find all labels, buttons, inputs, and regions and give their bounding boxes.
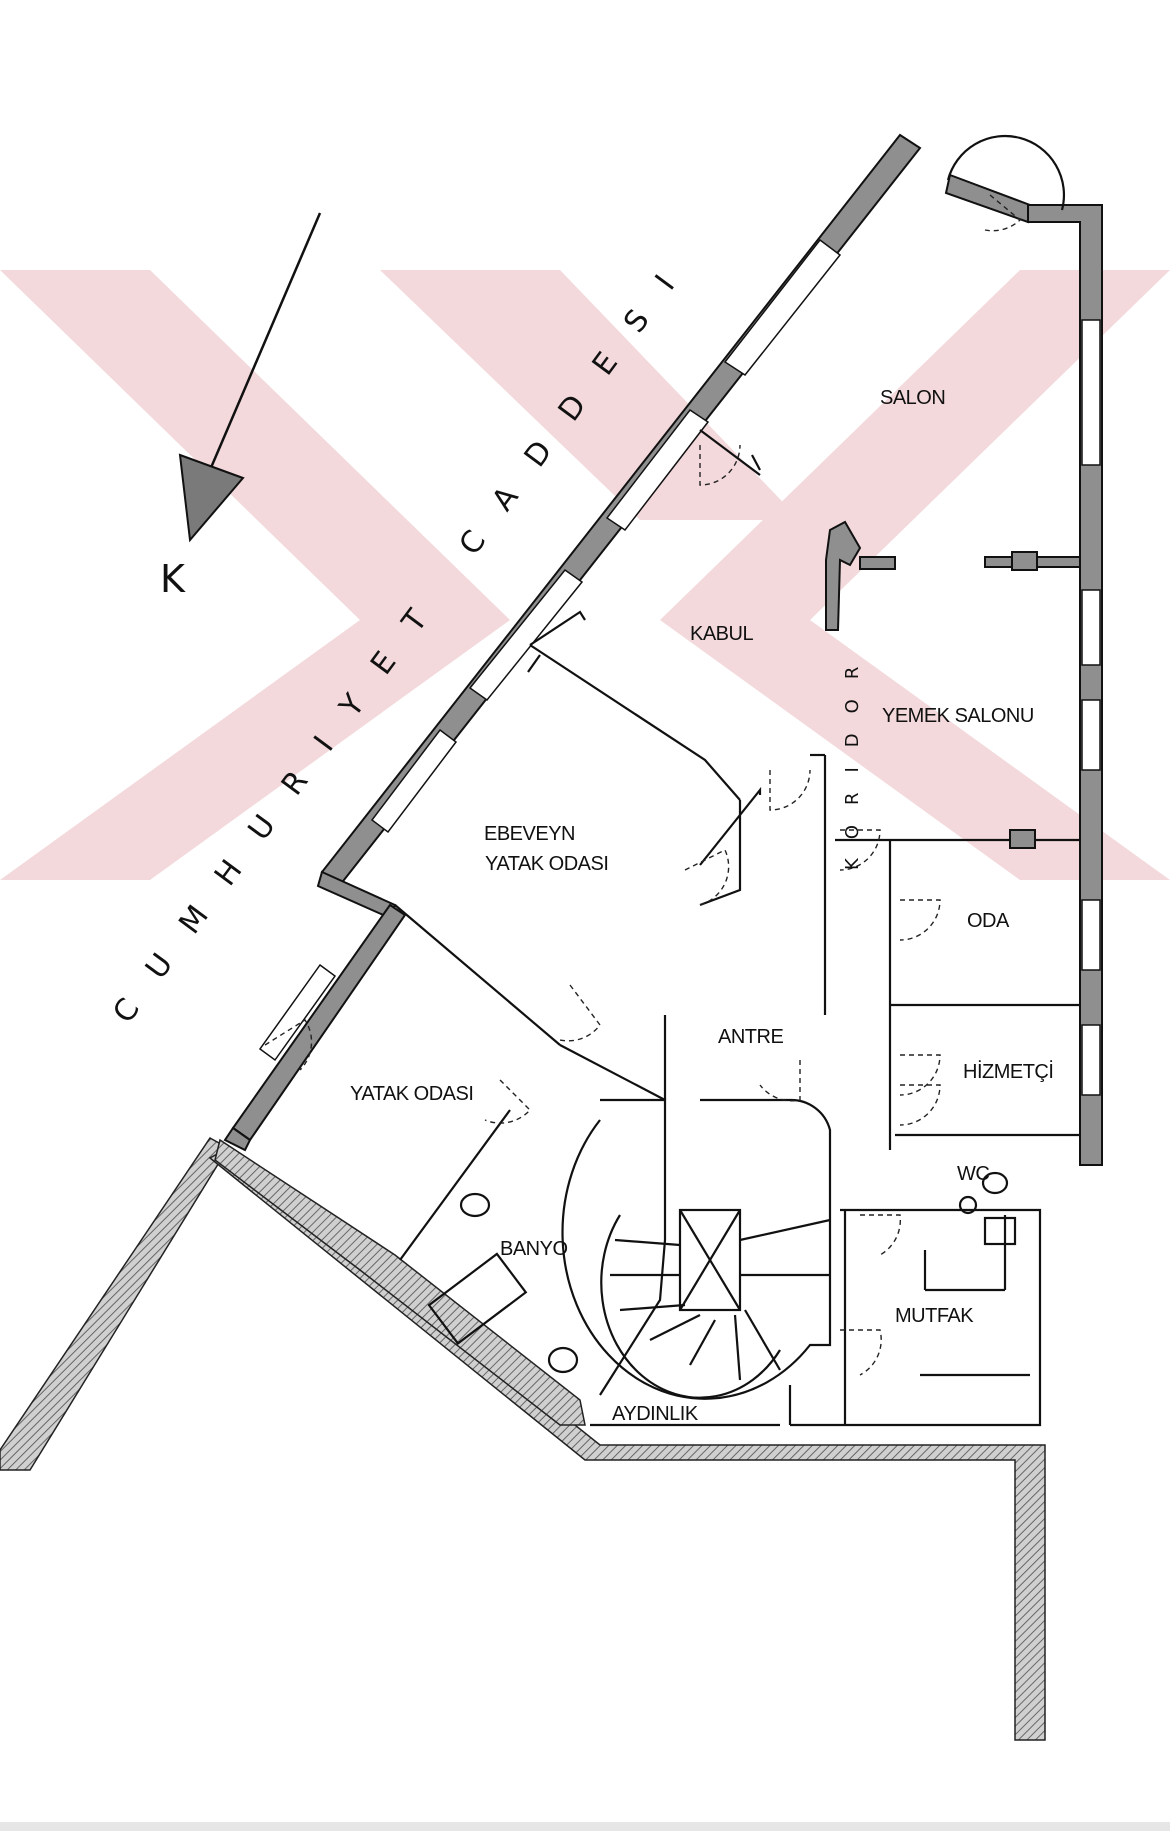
street-windows xyxy=(258,238,842,1062)
room-antre: ANTRE xyxy=(718,1026,783,1048)
bath-fixtures xyxy=(427,1171,1017,1374)
stairwell xyxy=(561,1098,832,1400)
bottom-border xyxy=(0,1822,1170,1831)
interior-walls xyxy=(394,429,1080,1427)
room-aydinlik: AYDINLIK xyxy=(612,1403,699,1425)
salon-divider xyxy=(825,520,1081,849)
room-ebeveyn-line2: YATAK ODASI xyxy=(485,853,608,875)
room-yemek-salonu: YEMEK SALONU xyxy=(882,705,1034,727)
north-label: K xyxy=(160,557,186,601)
bay-balcony xyxy=(946,134,1065,211)
room-mutfak: MUTFAK xyxy=(895,1305,974,1327)
room-kabul: KABUL xyxy=(690,623,753,645)
room-yatak-odasi: YATAK ODASI xyxy=(350,1083,473,1105)
lightwell-hatch xyxy=(214,1138,586,1426)
site-boundary-west xyxy=(0,1137,230,1471)
room-salon: SALON xyxy=(880,387,945,409)
watermark-logo xyxy=(0,270,1170,880)
room-oda: ODA xyxy=(967,910,1010,932)
room-hizmetci: HİZMETÇİ xyxy=(963,1060,1053,1083)
east-windows xyxy=(1081,319,1101,1096)
room-labels: SALON KABUL YEMEK SALONU EBEVEYN YATAK O… xyxy=(350,387,1054,1425)
room-ebeveyn-line1: EBEVEYN xyxy=(484,823,575,845)
corridor-label: KORIDOR xyxy=(842,647,863,870)
room-wc: WC xyxy=(957,1163,989,1185)
door-swings xyxy=(264,194,1022,1376)
north-arrow xyxy=(178,212,322,543)
room-banyo: BANYO xyxy=(500,1238,568,1260)
